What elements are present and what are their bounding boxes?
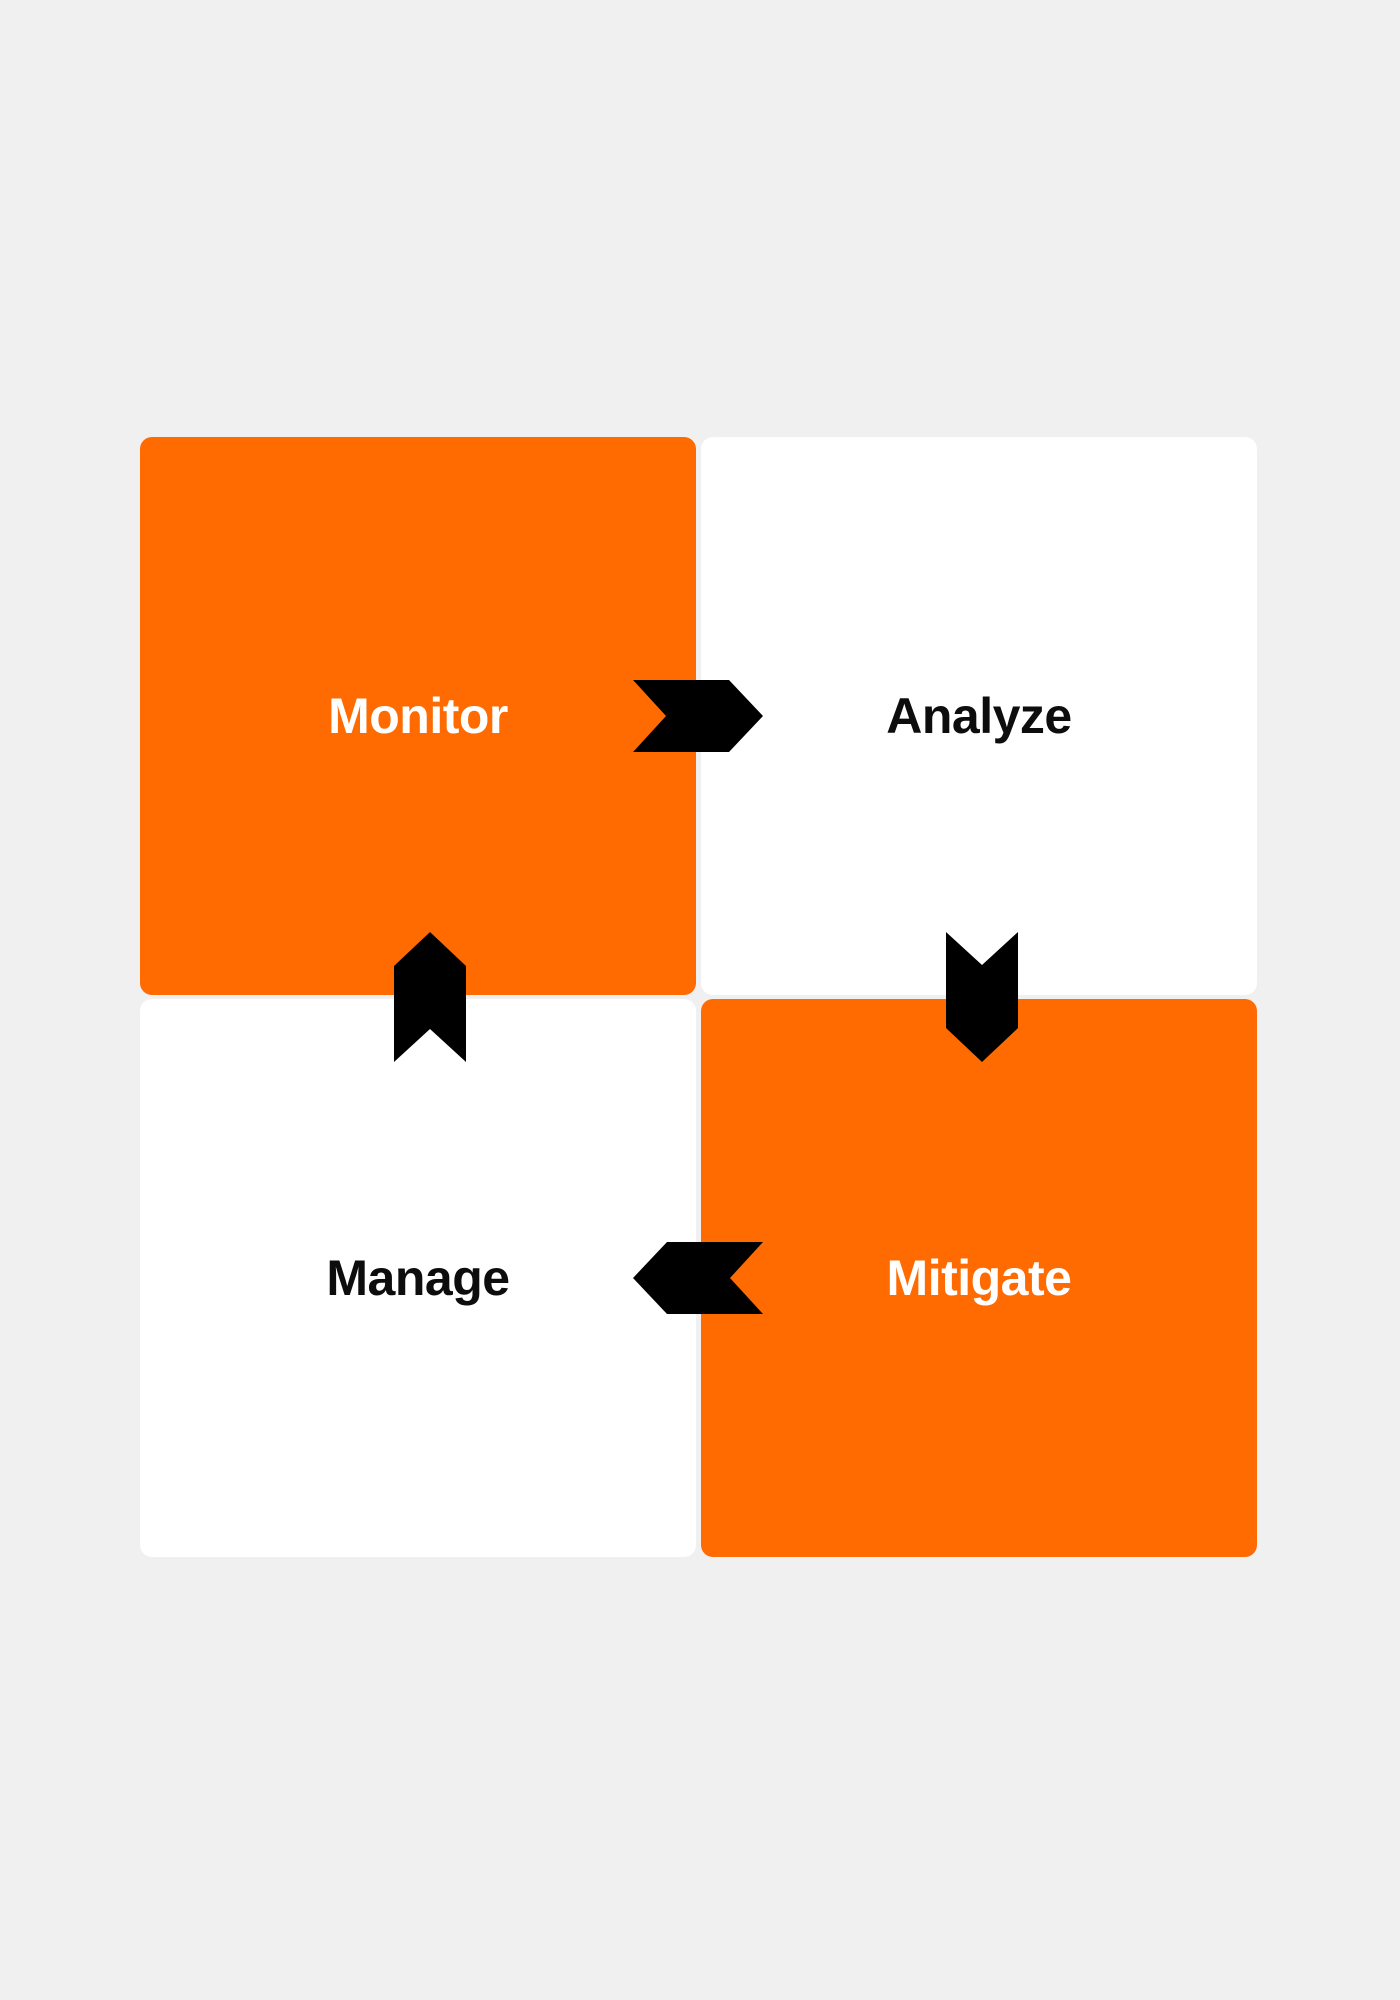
cycle-diagram: Monitor Analyze Manage Mitigate bbox=[140, 437, 1257, 1557]
quadrant-manage-label: Manage bbox=[326, 1250, 510, 1306]
quadrant-monitor-label: Monitor bbox=[328, 688, 508, 744]
quadrant-analyze-label: Analyze bbox=[886, 688, 1072, 744]
quadrant-mitigate[interactable]: Mitigate bbox=[701, 999, 1257, 1557]
quadrant-analyze[interactable]: Analyze bbox=[701, 437, 1257, 995]
quadrant-monitor[interactable]: Monitor bbox=[140, 437, 696, 995]
quadrant-mitigate-label: Mitigate bbox=[886, 1250, 1072, 1306]
quadrant-manage[interactable]: Manage bbox=[140, 999, 696, 1557]
